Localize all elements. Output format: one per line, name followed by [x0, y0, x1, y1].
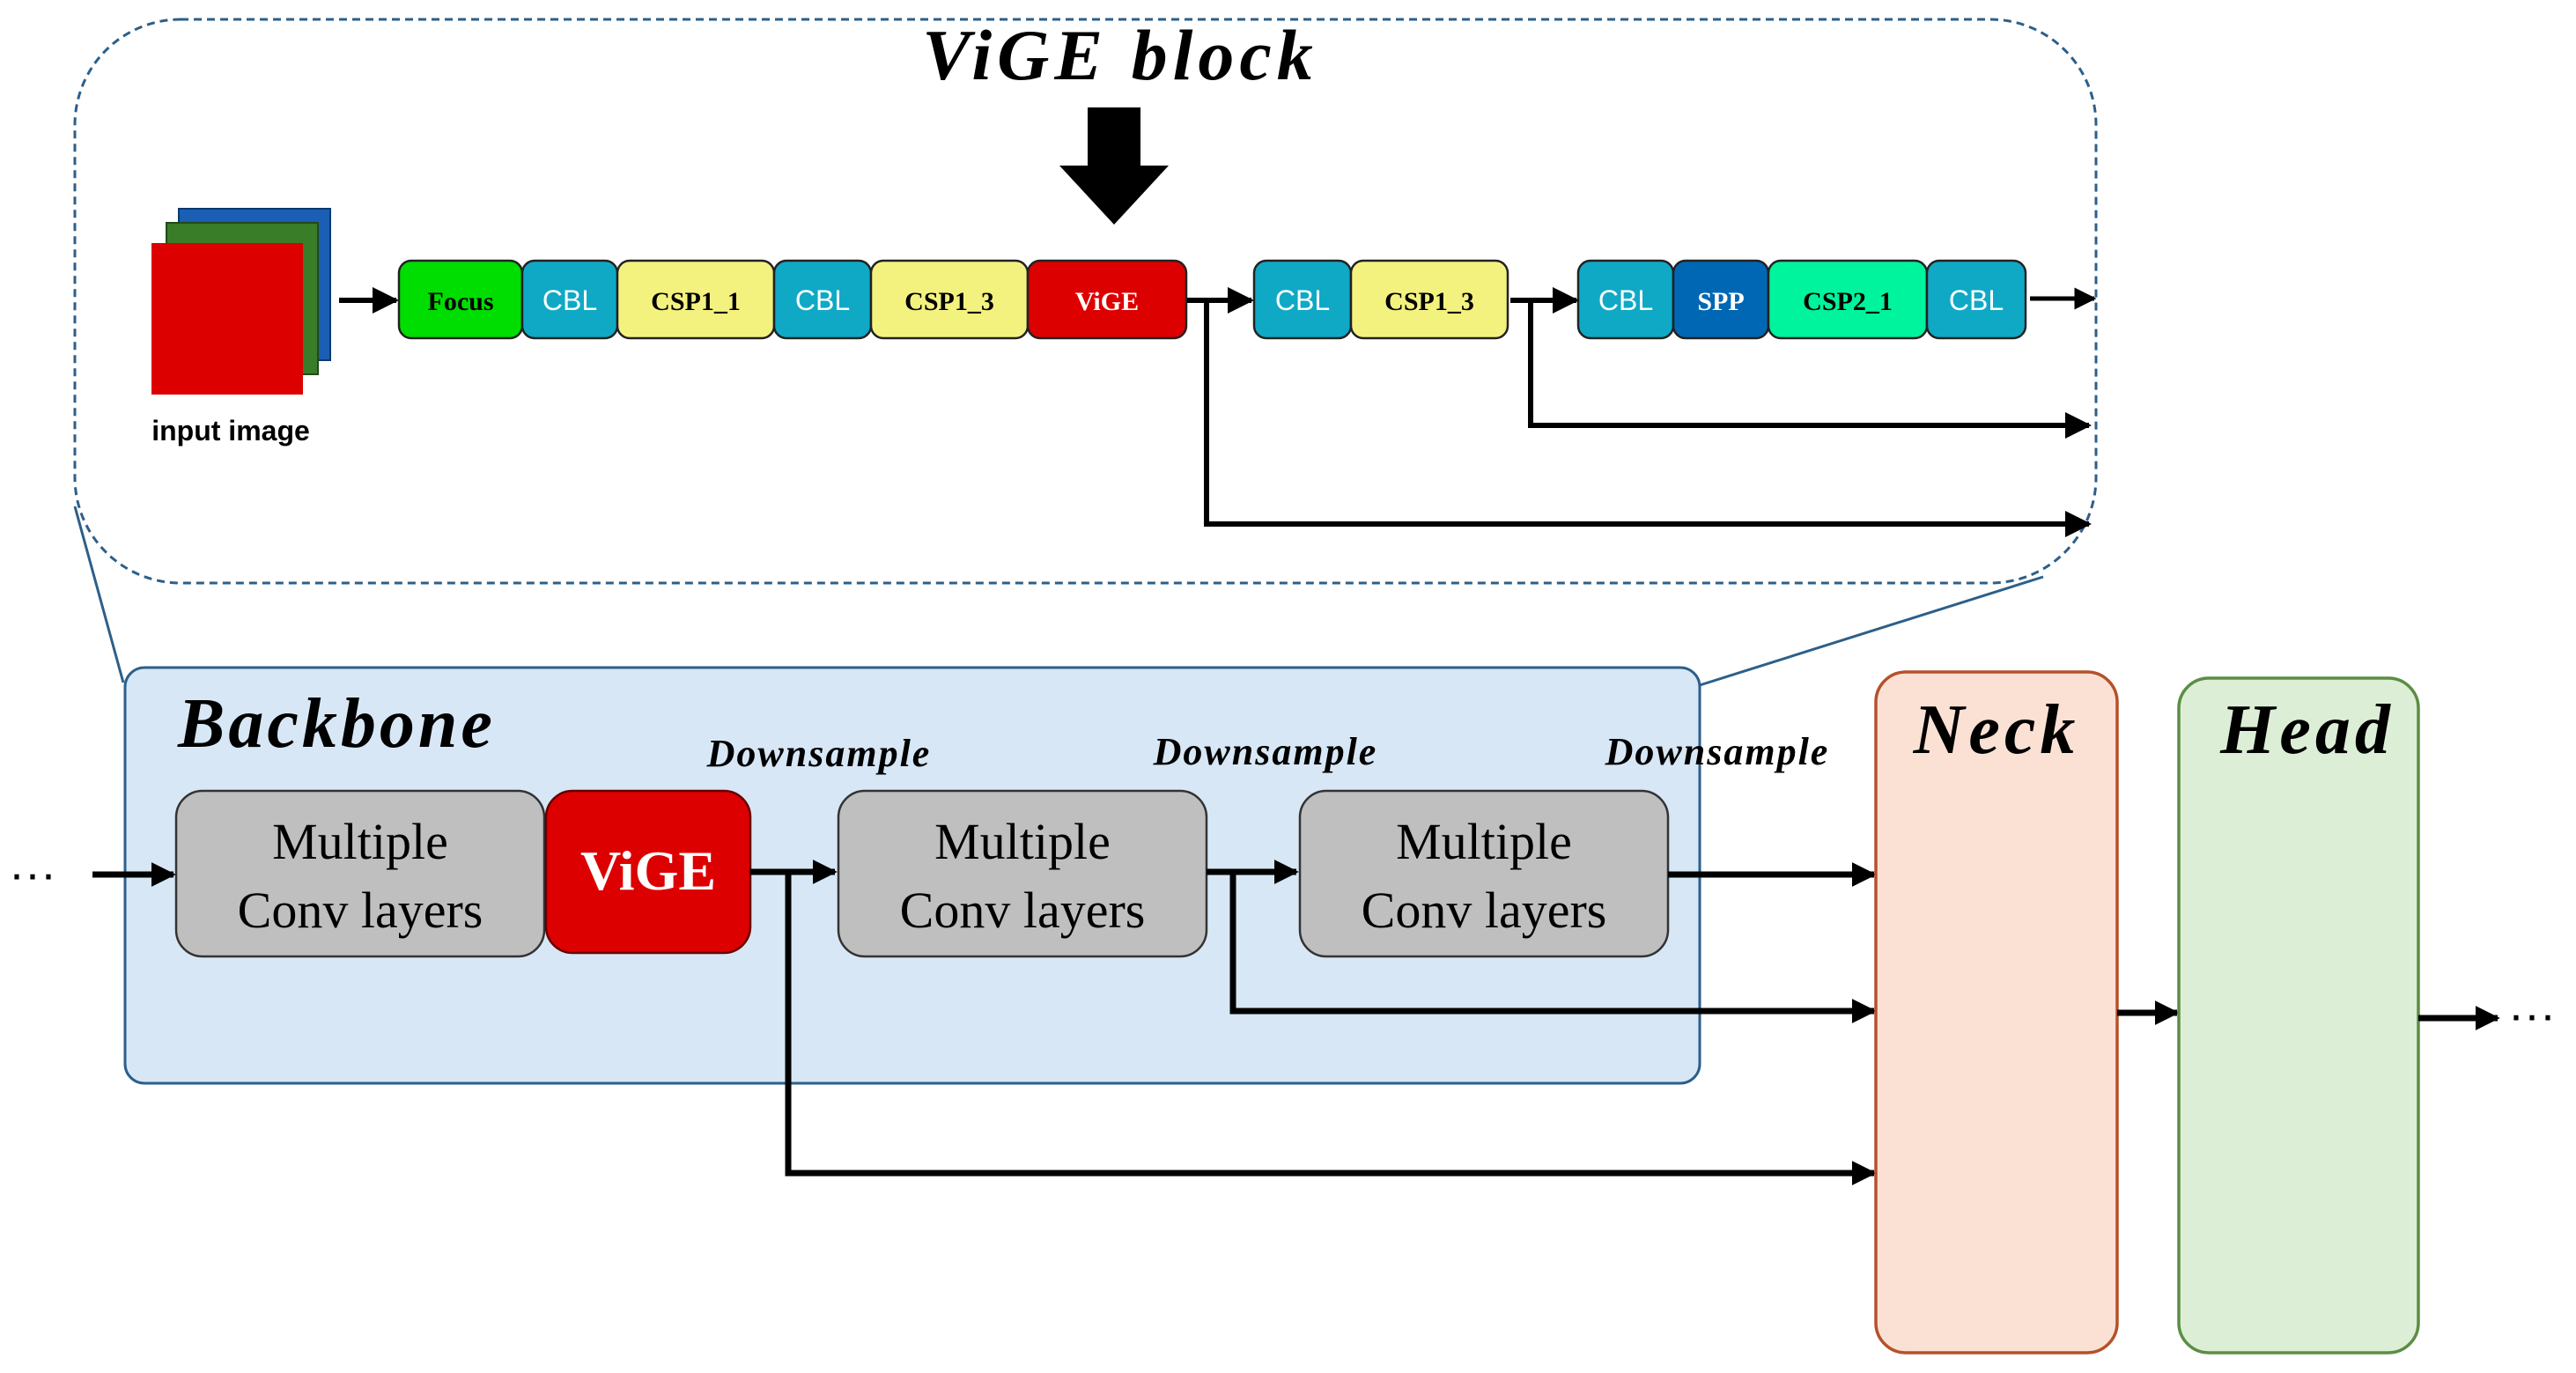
pipeline-block-label-4: CSP1_3 [904, 287, 994, 316]
head-label: Head [2219, 691, 2395, 769]
conv-block-2-line1: Multiple [934, 813, 1111, 870]
pipeline-block-label-11: CBL [1949, 284, 2004, 316]
pipeline-block-label-5: ViGE [1075, 287, 1139, 316]
neck-block [1874, 670, 2119, 1355]
conv-block-2-line2: Conv layers [900, 882, 1146, 939]
pipeline-block-label-10: CSP2_1 [1803, 287, 1893, 316]
pipeline-block-label-2: CSP1_1 [651, 287, 741, 316]
down-arrow-icon [1059, 107, 1169, 225]
downsample-label-3: Downsample [1605, 730, 1830, 773]
conv-block-3-line2: Conv layers [1362, 882, 1607, 939]
downsample-label-2: Downsample [1153, 730, 1378, 773]
head-block [2177, 676, 2420, 1355]
pipeline-block-label-3: CBL [795, 284, 850, 316]
vige-block-label: ViGE [580, 839, 716, 902]
right-ellipsis: ··· [2508, 988, 2556, 1041]
pipeline-block-csp1-3-7 [1349, 259, 1509, 340]
pipeline-block-cbl-11 [1925, 259, 2027, 340]
pipeline-block-label-7: CSP1_3 [1384, 287, 1474, 316]
input-image-label: input image [151, 415, 310, 447]
conv-block-1-line1: Multiple [272, 813, 448, 870]
backbone-title: Backbone [177, 685, 496, 763]
pipeline-block-label-6: CBL [1275, 284, 1330, 316]
conv-block-1 [174, 789, 546, 958]
left-ellipsis: ··· [9, 847, 56, 900]
pipeline-block-label-9: SPP [1697, 287, 1744, 316]
input-image-icon [151, 208, 331, 395]
vige-block-title: ViGE block [922, 15, 1318, 95]
conv-block-1-line2: Conv layers [238, 882, 483, 939]
pipeline-blocks: Focus CBL CSP1_1 CBL CSP1_3 ViGE CBL CSP1_3 CBL S… [397, 259, 2027, 340]
pipeline-block-label-8: CBL [1598, 284, 1653, 316]
callout-line-left [73, 506, 125, 683]
downsample-label-1: Downsample [706, 732, 932, 775]
callout-line-right [1699, 575, 2044, 687]
vige-detail-panel [73, 18, 2098, 585]
conv-block-3-line1: Multiple [1396, 813, 1572, 870]
neck-label: Neck [1913, 691, 2080, 769]
pipeline-block-label-1: CBL [543, 284, 597, 316]
pipeline-block-label-0: Focus [428, 287, 494, 316]
pipeline-block-vige-5 [1026, 259, 1188, 340]
